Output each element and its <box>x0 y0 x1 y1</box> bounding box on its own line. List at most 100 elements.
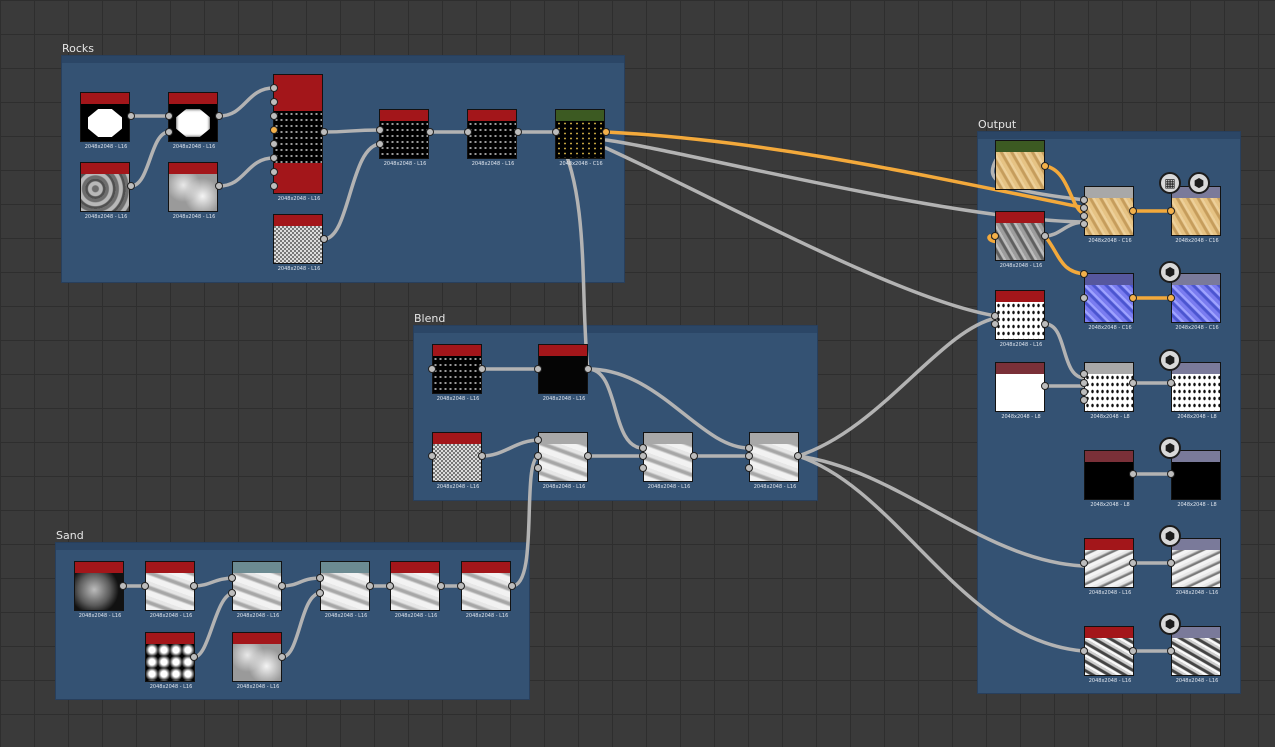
node-port[interactable] <box>270 182 278 190</box>
node-port[interactable] <box>1080 379 1088 387</box>
node-port[interactable] <box>190 653 198 661</box>
node-port[interactable] <box>270 98 278 106</box>
node-port[interactable] <box>1080 294 1088 302</box>
node-port[interactable] <box>1080 388 1088 396</box>
node-port[interactable] <box>1041 320 1049 328</box>
node-port[interactable] <box>165 128 173 136</box>
node-port[interactable] <box>639 464 647 472</box>
node-sand-shape[interactable]: 2048x2048 - L16 <box>74 561 124 619</box>
node-port[interactable] <box>165 112 173 120</box>
node-port[interactable] <box>584 365 592 373</box>
node-port[interactable] <box>1041 382 1049 390</box>
node-port[interactable] <box>745 452 753 460</box>
node-port[interactable] <box>552 128 560 136</box>
node-port[interactable] <box>478 452 486 460</box>
node-port[interactable] <box>1129 647 1137 655</box>
frame-sand[interactable] <box>55 542 530 700</box>
node-port[interactable] <box>376 126 384 134</box>
node-output-ao[interactable]: 2048x2048 - L16 <box>1171 626 1221 684</box>
node-output-normal[interactable]: 2048x2048 - C16 <box>1084 273 1134 331</box>
node-port[interactable] <box>991 320 999 328</box>
node-port[interactable] <box>514 128 522 136</box>
node-output-height[interactable]: 2048x2048 - L16 <box>1171 538 1221 596</box>
node-port[interactable] <box>270 168 278 176</box>
node-port[interactable] <box>1167 379 1175 387</box>
node-sand-blur[interactable]: 2048x2048 - L16 <box>390 561 440 619</box>
node-port[interactable] <box>1129 470 1137 478</box>
node-port[interactable] <box>508 582 516 590</box>
frame-rocks[interactable] <box>61 55 625 283</box>
node-sand-levels[interactable]: 2048x2048 - L16 <box>461 561 511 619</box>
node-port[interactable] <box>457 582 465 590</box>
node-port[interactable] <box>639 452 647 460</box>
node-port[interactable] <box>794 452 802 460</box>
node-port[interactable] <box>119 582 127 590</box>
node-port[interactable] <box>1080 270 1088 278</box>
node-blend-mask[interactable]: 2048x2048 - L16 <box>432 344 482 402</box>
node-output-normal-out[interactable]: 2048x2048 - C16 <box>1171 273 1221 331</box>
node-port[interactable] <box>534 464 542 472</box>
cube-icon[interactable]: ⬢ <box>1159 613 1181 635</box>
node-port[interactable] <box>215 112 223 120</box>
node-port[interactable] <box>228 574 236 582</box>
node-port[interactable] <box>1080 396 1088 404</box>
node-port[interactable] <box>428 452 436 460</box>
node-port[interactable] <box>1080 196 1088 204</box>
node-port[interactable] <box>1129 207 1137 215</box>
node-sand-warp[interactable]: 2048x2048 - L16 <box>145 561 195 619</box>
node-port[interactable] <box>1167 470 1175 478</box>
node-port[interactable] <box>426 128 434 136</box>
node-port[interactable] <box>534 452 542 460</box>
node-rock-shape-1[interactable]: 2048x2048 - L16 <box>80 92 130 150</box>
node-port[interactable] <box>320 235 328 243</box>
node-port[interactable] <box>278 653 286 661</box>
node-port[interactable] <box>534 436 542 444</box>
cube-icon[interactable]: ⬢ <box>1159 349 1181 371</box>
node-port[interactable] <box>1167 559 1175 567</box>
node-port[interactable] <box>690 452 698 460</box>
node-port[interactable] <box>745 444 753 452</box>
node-output-white[interactable]: 2048x2048 - L8 <box>995 362 1045 420</box>
node-port[interactable] <box>228 589 236 597</box>
node-port[interactable] <box>1080 220 1088 228</box>
node-output-height-src[interactable]: 2048x2048 - L16 <box>1084 538 1134 596</box>
node-sand-dots[interactable]: 2048x2048 - L16 <box>145 632 195 690</box>
node-blend-1[interactable]: 2048x2048 - L16 <box>538 432 588 490</box>
node-port[interactable] <box>1129 294 1137 302</box>
node-port[interactable] <box>127 182 135 190</box>
node-port[interactable] <box>991 232 999 240</box>
node-port[interactable] <box>270 84 278 92</box>
node-port[interactable] <box>464 128 472 136</box>
node-port[interactable] <box>386 582 394 590</box>
node-port[interactable] <box>141 582 149 590</box>
node-port[interactable] <box>428 365 436 373</box>
node-port[interactable] <box>127 112 135 120</box>
node-port[interactable] <box>1041 162 1049 170</box>
node-rock-shape-2[interactable]: 2048x2048 - L16 <box>168 92 218 150</box>
node-rock-levels[interactable]: 2048x2048 - L16 <box>467 109 517 167</box>
node-output-basecolor-src[interactable] <box>995 140 1045 190</box>
node-port[interactable] <box>320 128 328 136</box>
node-sand-clouds[interactable]: 2048x2048 - L16 <box>232 632 282 690</box>
node-output-spots[interactable]: 2048x2048 - L8 <box>1084 362 1134 420</box>
cube-icon[interactable]: ⬢ <box>1188 172 1210 194</box>
node-port[interactable] <box>1080 559 1088 567</box>
node-port[interactable] <box>215 182 223 190</box>
node-output-roughness[interactable]: 2048x2048 - L8 <box>1171 362 1221 420</box>
node-rock-color[interactable]: 2048x2048 - C16 <box>555 109 605 167</box>
node-rock-blur[interactable]: 2048x2048 - L16 <box>379 109 429 167</box>
node-output-mask[interactable]: 2048x2048 - L16 <box>995 290 1045 348</box>
node-rock-noise-1[interactable]: 2048x2048 - L16 <box>80 162 130 220</box>
node-port[interactable] <box>437 582 445 590</box>
node-port[interactable] <box>190 582 198 590</box>
node-output-blend-color[interactable]: 2048x2048 - C16 <box>1084 186 1134 244</box>
node-port[interactable] <box>376 140 384 148</box>
node-port[interactable] <box>270 112 278 120</box>
node-port[interactable] <box>1041 232 1049 240</box>
node-port[interactable] <box>1129 379 1137 387</box>
node-sand-blend-1[interactable]: 2048x2048 - L16 <box>232 561 282 619</box>
node-blend-dark[interactable]: 2048x2048 - L16 <box>538 344 588 402</box>
node-port[interactable] <box>478 365 486 373</box>
cube-icon[interactable]: ⬢ <box>1159 437 1181 459</box>
node-rock-tile-sampler[interactable]: 2048x2048 - L16 <box>273 74 323 202</box>
